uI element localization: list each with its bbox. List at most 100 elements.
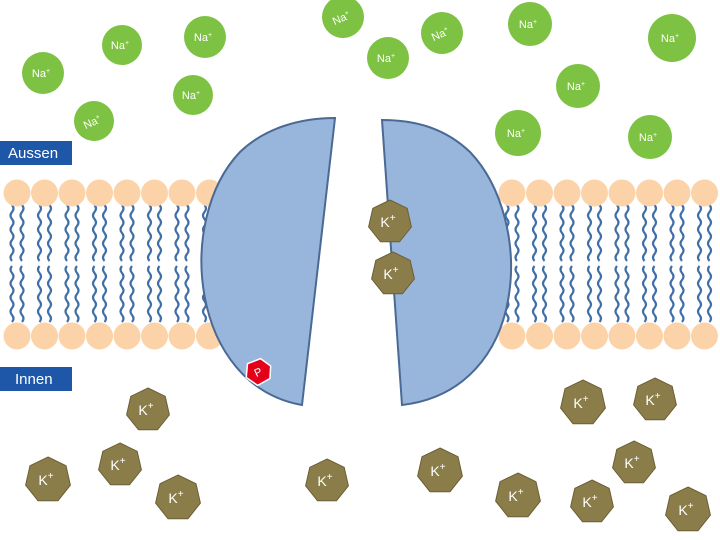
sodium-ion: Na+ (74, 101, 114, 141)
sodium-ion-label: Na+ (639, 132, 657, 144)
potassium-ion: K+ (126, 387, 170, 431)
sodium-ion: Na+ (628, 115, 672, 159)
lipid-tail (624, 265, 630, 323)
lipid-head (498, 179, 526, 207)
lipid-tail (46, 265, 53, 323)
lipid-tail (706, 204, 713, 262)
lipid-tail (64, 265, 70, 323)
sodium-ions: Na+Na+Na+Na+Na+Na+Na+Na+Na+Na+Na+Na+Na+ (22, 0, 696, 159)
lipid-tail (91, 265, 98, 323)
lipid-head (141, 179, 168, 207)
lipid-tail (641, 265, 648, 323)
sodium-ion-label: Na+ (111, 40, 129, 52)
lipid-head (58, 179, 86, 207)
lipid-head (526, 322, 553, 350)
lipid-tail (559, 265, 565, 323)
potassium-ion: K+ (98, 442, 142, 486)
lipid-tail (101, 204, 108, 262)
potassium-ion: K+ (560, 379, 606, 425)
lipid-heads-inner (3, 322, 718, 350)
lipid-tail (9, 265, 15, 323)
lipid-tail (614, 204, 620, 262)
sodium-ion: Na+ (173, 75, 213, 115)
sodium-ion-label: Na+ (194, 32, 212, 44)
lipid-head (553, 322, 581, 350)
lipid-tail (696, 204, 703, 262)
lipid-tail (586, 265, 593, 323)
lipid-head (168, 179, 196, 207)
lipid-tails-inner (9, 265, 713, 323)
lipid-tail (101, 265, 108, 323)
lipid-tail (641, 204, 648, 262)
lipid-tail (541, 265, 548, 323)
potassium-ion: K+ (155, 474, 201, 520)
lipid-head (691, 179, 718, 207)
lipid-head (636, 179, 663, 207)
phosphate-label: P (253, 366, 265, 380)
sodium-ion-label: Na+ (32, 68, 50, 80)
lipid-tail (586, 204, 593, 262)
lipid-tail (614, 265, 620, 323)
lipid-head (553, 179, 581, 207)
sodium-ion-label: Na+ (182, 90, 200, 102)
lipid-tail (129, 204, 135, 262)
lipid-tail (706, 265, 713, 323)
lipid-head (3, 322, 31, 350)
lipid-tail (596, 204, 603, 262)
lipid-tail (669, 265, 675, 323)
lipid-tail (174, 204, 180, 262)
sodium-ion: Na+ (322, 0, 364, 38)
lipid-tail (559, 204, 565, 262)
sodium-ion-label: Na+ (519, 19, 537, 31)
lipid-tail (669, 204, 675, 262)
lipid-head (168, 322, 196, 350)
outside-label: Aussen (8, 145, 58, 162)
lipid-heads-outer (3, 179, 718, 207)
lipid-head (31, 179, 58, 207)
lipid-tail (119, 265, 125, 323)
pump-left-half (200, 116, 337, 407)
lipid-tail (74, 204, 80, 262)
lipid-tail (129, 265, 135, 323)
sodium-ion: Na+ (184, 16, 226, 58)
lipid-tails-outer (9, 204, 713, 262)
potassium-ion: K+ (368, 199, 412, 243)
lipid-tail (651, 265, 658, 323)
lipid-tail (184, 204, 190, 262)
potassium-ion: K+ (417, 447, 463, 493)
lipid-head (691, 322, 718, 350)
lipid-tail (64, 204, 70, 262)
lipid-tail (514, 265, 520, 323)
sodium-ion: Na+ (367, 37, 409, 79)
sodium-ion: Na+ (508, 2, 552, 46)
lipid-tail (46, 204, 53, 262)
lipid-head (86, 179, 113, 207)
lipid-tail (541, 204, 548, 262)
sodium-ion: Na+ (495, 110, 541, 156)
lipid-head (31, 322, 58, 350)
lipid-head (608, 322, 636, 350)
lipid-head (581, 322, 608, 350)
lipid-tail (679, 265, 685, 323)
lipid-head (113, 322, 141, 350)
lipid-head (498, 322, 526, 350)
lipid-tail (569, 204, 575, 262)
sodium-ion: Na+ (556, 64, 600, 108)
lipid-tail (91, 204, 98, 262)
potassium-ion: K+ (371, 251, 415, 295)
lipid-tail (119, 204, 125, 262)
lipid-tail (19, 265, 25, 323)
lipid-tail (624, 204, 630, 262)
potassium-ion: K+ (305, 458, 349, 502)
lipid-head (141, 322, 168, 350)
potassium-ion: K+ (612, 440, 656, 484)
lipid-tail (184, 265, 190, 323)
lipid-head (636, 322, 663, 350)
lipid-tail (596, 265, 603, 323)
lipid-tail (36, 204, 43, 262)
inside-label-box: Innen (0, 367, 72, 391)
pump-protein (200, 116, 513, 407)
lipid-head (86, 322, 113, 350)
lipid-tail (146, 265, 153, 323)
